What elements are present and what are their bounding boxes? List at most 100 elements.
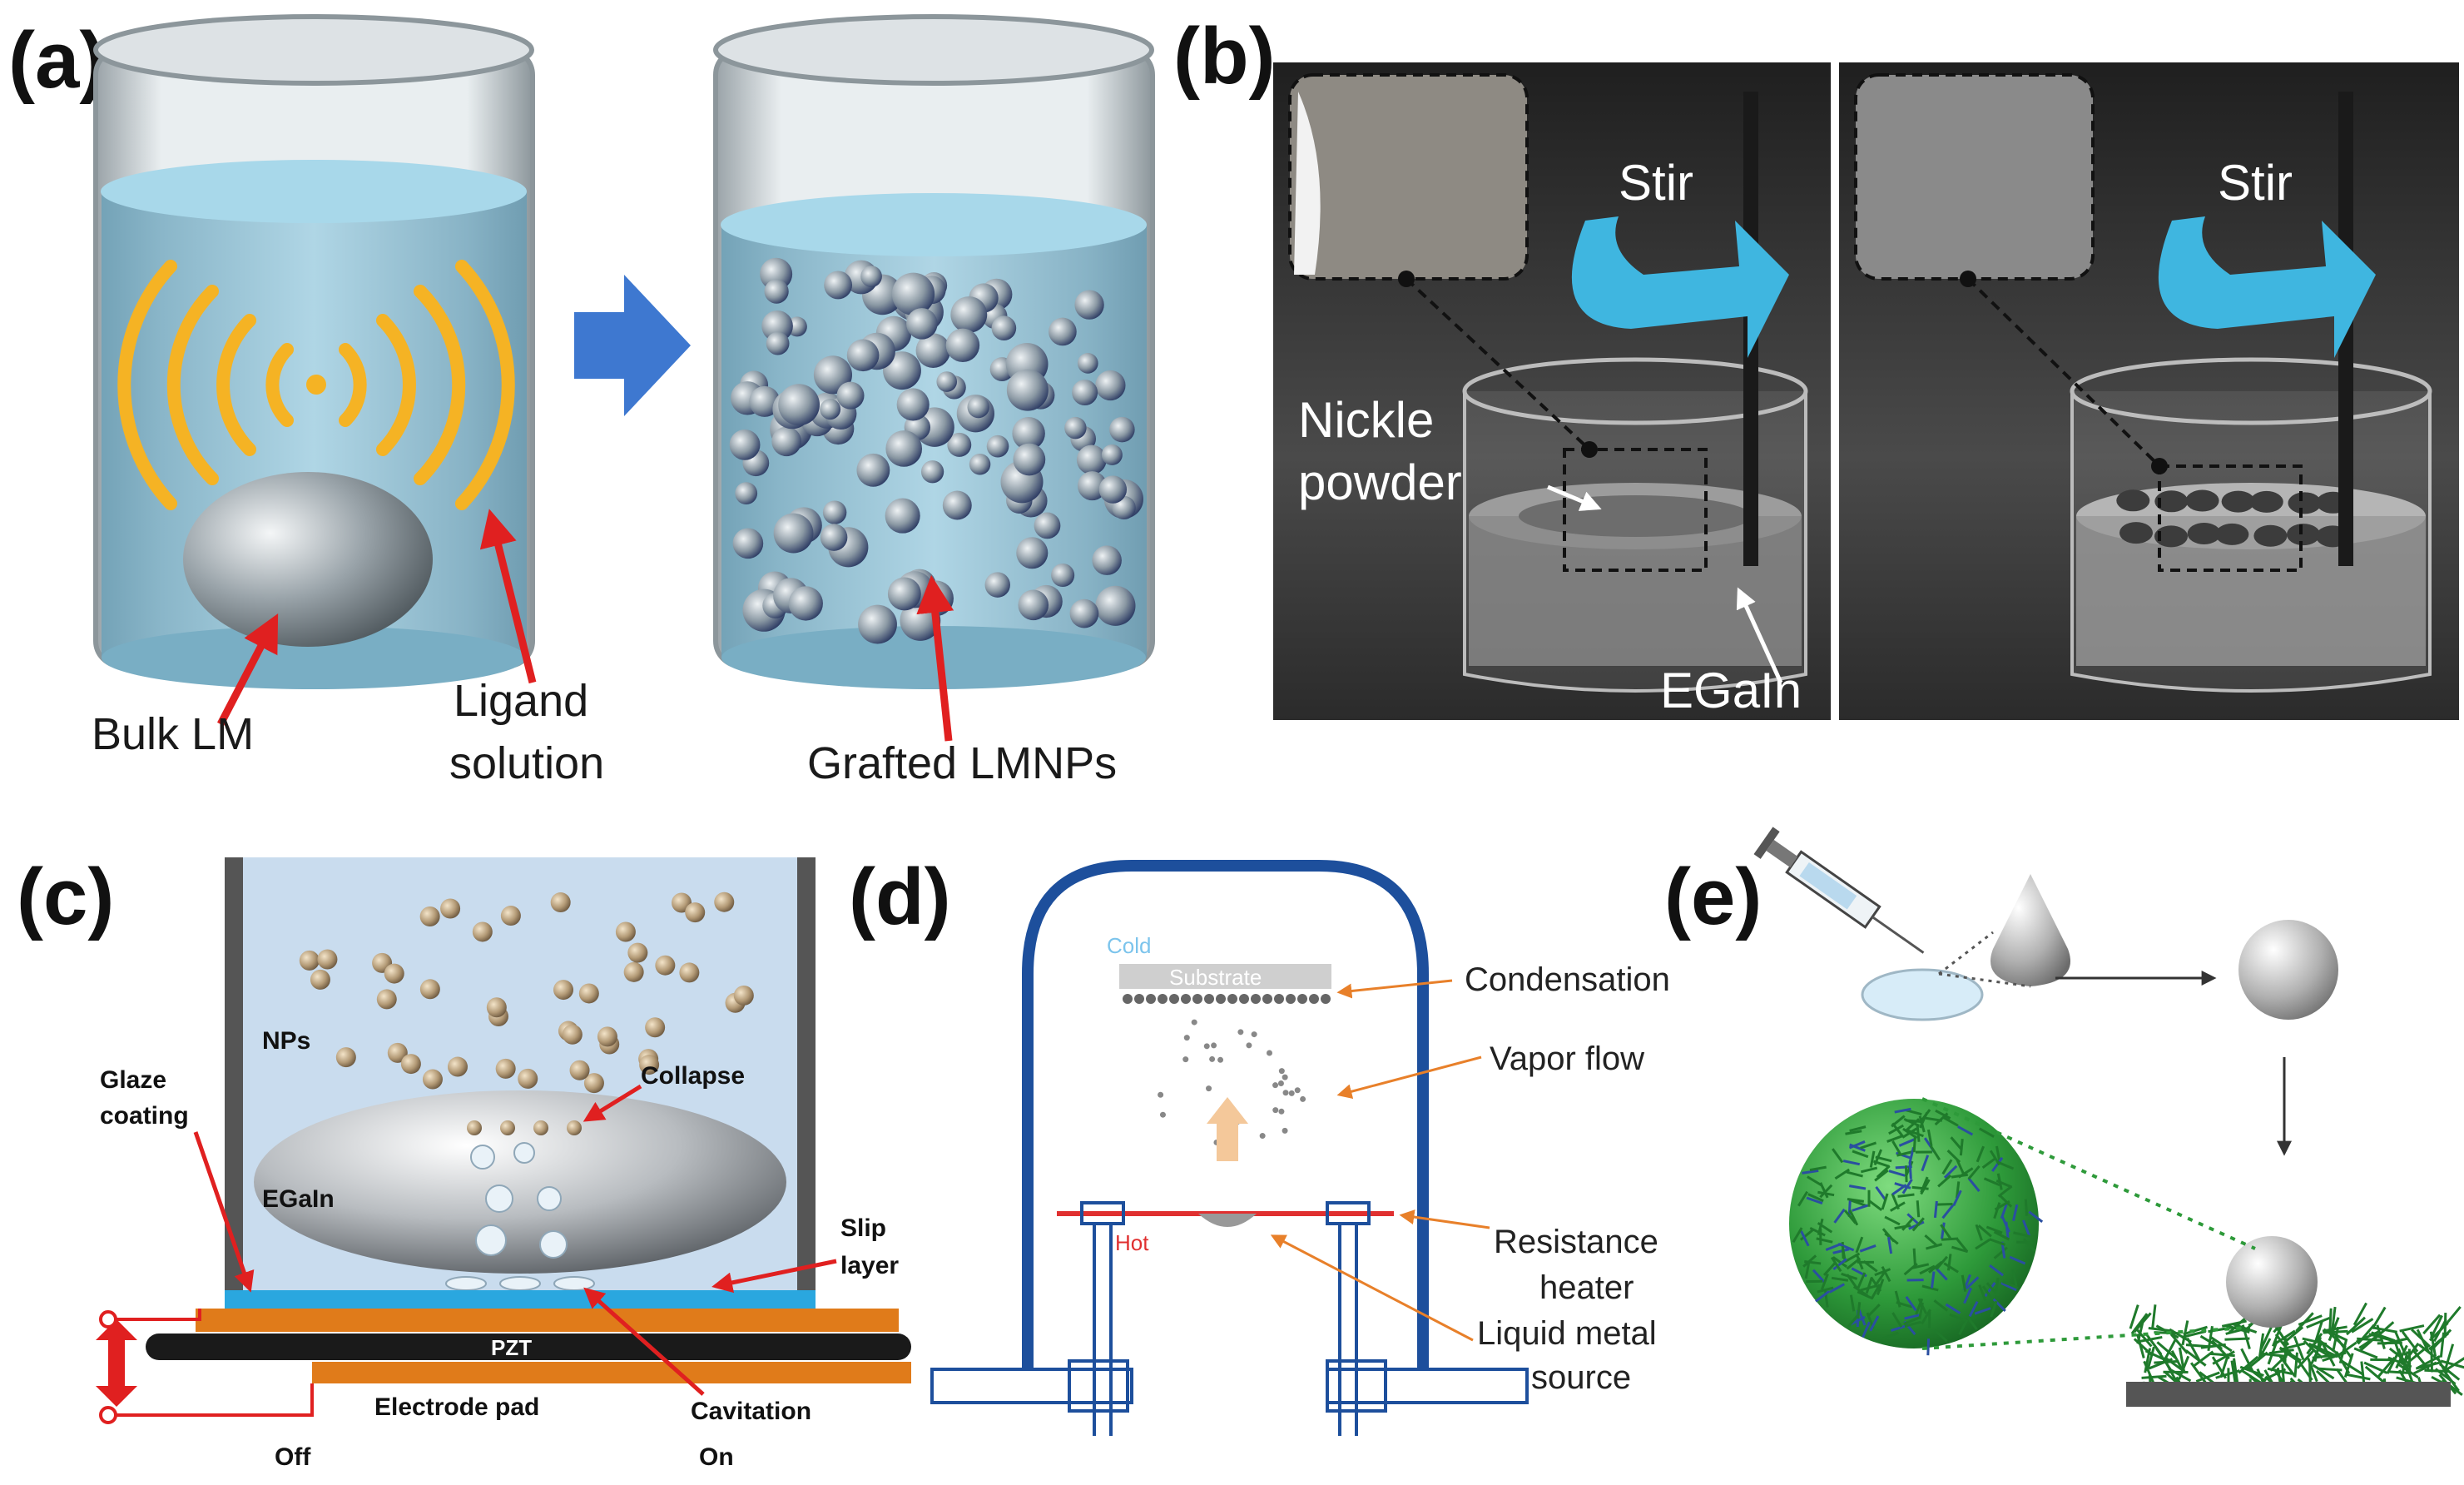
- fiber: [1940, 1222, 1946, 1239]
- condensed-dot: [1286, 994, 1296, 1004]
- stir-arrow-right: [2158, 216, 2376, 358]
- fiber: [1929, 1145, 1941, 1161]
- fiber-mat: [2209, 1352, 2235, 1358]
- fiber: [1989, 1264, 2004, 1277]
- np-particle: [627, 942, 648, 963]
- fiber-mat: [2351, 1318, 2374, 1334]
- fiber: [1891, 1193, 1900, 1210]
- lm-particle: [2288, 492, 2322, 514]
- fiber-mat: [2164, 1356, 2186, 1373]
- fiber: [1943, 1165, 1958, 1179]
- stir-left-label: Stir: [1619, 155, 1693, 211]
- fiber: [1966, 1315, 1978, 1331]
- fiber-mat: [2183, 1325, 2208, 1336]
- fiber-mat: [2241, 1324, 2251, 1349]
- fiber: [1983, 1177, 2000, 1186]
- vapor-dot: [1211, 1042, 1217, 1049]
- fiber-mat: [2318, 1338, 2340, 1356]
- fiber: [1891, 1184, 1907, 1196]
- fiber: [1820, 1273, 1829, 1290]
- fiber: [1916, 1200, 1921, 1218]
- tan-particles-on-droplet: [467, 1120, 582, 1135]
- fiber-mat: [2443, 1305, 2462, 1327]
- pzt-label: PZT: [491, 1335, 532, 1360]
- fiber: [1911, 1185, 1929, 1190]
- fiber-mat: [2363, 1361, 2388, 1374]
- fiber-mat: [2296, 1348, 2316, 1369]
- fiber: [1888, 1170, 1906, 1177]
- fiber: [1993, 1246, 2008, 1259]
- fiber: [1881, 1265, 1891, 1283]
- panel-b: (b) Stir Nickle powder EGaIn: [1173, 12, 2459, 720]
- fiber-mat: [2352, 1302, 2367, 1326]
- syringe-icon: [1753, 827, 1925, 954]
- fiber: [1912, 1135, 1917, 1153]
- fiber: [1797, 1190, 1809, 1207]
- vacuum-chamber: [1022, 860, 1429, 1369]
- cavitation-label: Cavitation: [691, 1398, 811, 1425]
- lmnp-particle: [891, 272, 935, 315]
- fiber-mat: [2134, 1326, 2153, 1348]
- fiber-mat: [2169, 1328, 2192, 1343]
- fiber: [1968, 1300, 1979, 1318]
- fiber: [1931, 1271, 1936, 1289]
- condensed-dot: [1216, 994, 1226, 1004]
- lmnp-particle: [1095, 585, 1136, 626]
- lm-particle: [2116, 489, 2150, 512]
- fiber: [1860, 1166, 1878, 1174]
- lmnp-particle: [820, 399, 841, 420]
- fiber: [1943, 1262, 1959, 1274]
- lm-particle: [2154, 525, 2188, 548]
- np-particle: [472, 921, 493, 942]
- fiber: [1884, 1215, 1901, 1226]
- fiber: [1912, 1248, 1916, 1265]
- panel-c-label: (c): [17, 852, 114, 941]
- fiber: [1891, 1312, 1903, 1328]
- fiber: [1862, 1321, 1871, 1338]
- np-particle: [447, 1056, 468, 1077]
- fiber: [1933, 1299, 1949, 1312]
- fiber-mat: [2332, 1326, 2340, 1352]
- fiber: [1849, 1125, 1867, 1132]
- fiber: [1967, 1165, 1981, 1180]
- fiber: [1955, 1181, 1961, 1199]
- fiber-mat: [2371, 1331, 2396, 1343]
- fiber-mat: [2402, 1342, 2420, 1364]
- lmnp-particle: [1076, 445, 1107, 475]
- fiber-mat: [2156, 1341, 2178, 1360]
- fiber: [1901, 1127, 1918, 1139]
- condensed-dot: [1309, 994, 1319, 1004]
- lmnp-particle: [947, 432, 972, 457]
- np-particle: [685, 902, 706, 923]
- lmnp-particle: [967, 395, 989, 419]
- fiber: [1873, 1272, 1886, 1288]
- condensed-dot: [1227, 994, 1237, 1004]
- glaze-label-line1: Glaze: [100, 1066, 166, 1094]
- fiber-mat: [2212, 1350, 2235, 1365]
- fiber-mat: [2200, 1343, 2226, 1349]
- fiber-mat: [2168, 1368, 2192, 1383]
- fiber: [1941, 1159, 1953, 1175]
- fiber-mat: [2312, 1353, 2338, 1359]
- fiber: [1891, 1122, 1904, 1138]
- lmnp-particle: [820, 524, 848, 551]
- lmnp-particle: [836, 381, 865, 410]
- np-particle: [583, 1073, 604, 1094]
- fiber: [1903, 1263, 1918, 1276]
- fiber: [1904, 1320, 1921, 1328]
- fiber: [2001, 1280, 2019, 1289]
- fiber: [1832, 1258, 1847, 1271]
- vapor-dot: [1266, 1050, 1272, 1056]
- np-particle: [500, 906, 521, 926]
- vapor-dot: [1282, 1127, 1288, 1134]
- lmnp-particle: [1051, 563, 1075, 588]
- fiber: [1817, 1221, 1833, 1234]
- fiber-mat: [2293, 1335, 2305, 1361]
- fiber: [1975, 1224, 1983, 1241]
- fiber-mat: [2434, 1368, 2457, 1385]
- fiber: [1875, 1185, 1887, 1201]
- fiber-mat: [2394, 1331, 2407, 1356]
- fiber: [1981, 1285, 1994, 1301]
- fiber: [1830, 1256, 1842, 1273]
- fiber: [1967, 1177, 1981, 1193]
